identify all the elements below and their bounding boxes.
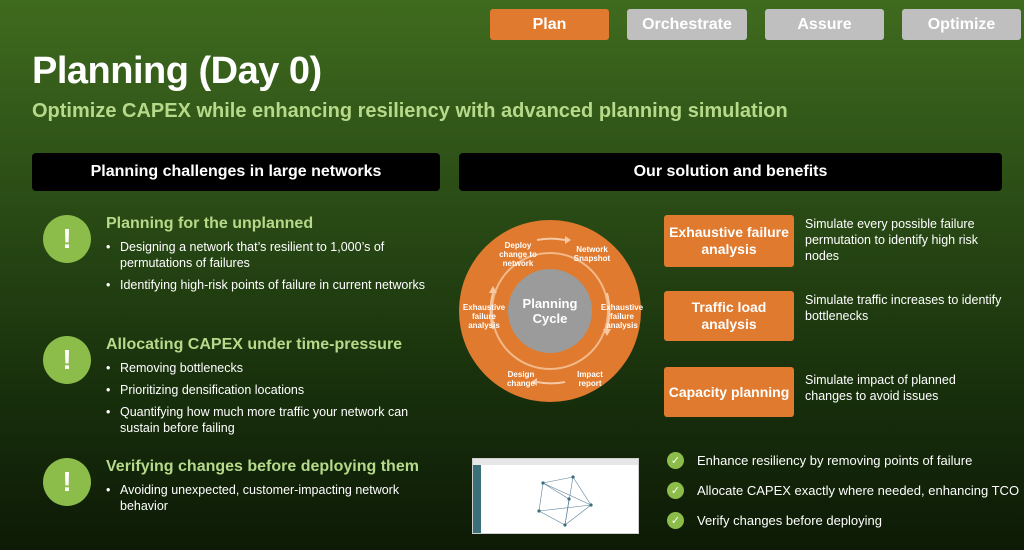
bullet: Prioritizing densification locations — [106, 382, 436, 398]
bullet: Removing bottlenecks — [106, 360, 436, 376]
tab-assure[interactable]: Assure — [765, 9, 884, 40]
challenge-title: Allocating CAPEX under time-pressure — [106, 336, 403, 353]
benefit-check-item: ✓ Enhance resiliency by removing points … — [667, 451, 972, 469]
challenge-title: Planning for the unplanned — [106, 215, 314, 232]
check-text: Allocate CAPEX exactly where needed, enh… — [697, 482, 1020, 498]
benefit-exhaustive-failure-analysis: Exhaustive failure analysis — [664, 215, 794, 267]
benefit-check-item: ✓ Verify changes before deploying — [667, 511, 882, 529]
benefit-traffic-load-analysis: Traffic load analysis — [664, 291, 794, 341]
cycle-step-failure-analysis-right: Exhaustive failure analysis — [600, 303, 644, 330]
page-subtitle: Optimize CAPEX while enhancing resilienc… — [32, 100, 788, 122]
page-title: Planning (Day 0) — [32, 50, 322, 92]
checkmark-icon: ✓ — [667, 481, 684, 499]
cycle-step-snapshot: Network Snapshot — [573, 245, 611, 263]
benefit-check-item: ✓ Allocate CAPEX exactly where needed, e… — [667, 481, 1019, 499]
check-text: Enhance resiliency by removing points of… — [697, 452, 973, 468]
planning-cycle-diagram: Deploy change to network Network Snapsho… — [457, 218, 643, 404]
tab-plan[interactable]: Plan — [490, 9, 609, 40]
checkmark-icon: ✓ — [667, 451, 684, 469]
benefit-description: Simulate every possible failure permutat… — [805, 217, 979, 263]
bullet: Quantifying how much more traffic your n… — [106, 404, 436, 436]
benefit-description: Simulate impact of planned changes to av… — [805, 373, 956, 403]
cycle-center-label: Planning Cycle — [508, 269, 592, 353]
benefit-capacity-planning: Capacity planning — [664, 367, 794, 417]
thumbnail-sidebar — [473, 465, 481, 533]
cycle-step-design-change: Design change — [506, 370, 535, 388]
bullet: Identifying high-risk points of failure … — [106, 277, 436, 293]
exclamation-icon: ! — [43, 336, 91, 384]
benefit-description: Simulate traffic increases to identify b… — [805, 293, 1002, 323]
challenge-bullets: Designing a network that’s resilient to … — [106, 239, 436, 299]
checkmark-icon: ✓ — [667, 511, 684, 529]
tab-optimize[interactable]: Optimize — [902, 9, 1021, 40]
challenge-bullets: Avoiding unexpected, customer-impacting … — [106, 482, 436, 520]
bullet: Avoiding unexpected, customer-impacting … — [106, 482, 436, 514]
top-nav: Plan Orchestrate Assure Optimize — [490, 9, 1021, 40]
solution-header: Our solution and benefits — [459, 153, 1002, 191]
check-text: Verify changes before deploying — [697, 512, 883, 528]
exclamation-icon: ! — [43, 458, 91, 506]
cycle-step-deploy: Deploy change to network — [499, 241, 537, 268]
challenge-bullets: Removing bottlenecks Prioritizing densif… — [106, 360, 436, 442]
challenge-title: Verifying changes before deploying them — [106, 458, 419, 475]
cycle-step-failure-analysis-left: Exhaustive failure analysis — [462, 303, 506, 330]
tab-orchestrate[interactable]: Orchestrate — [627, 9, 747, 40]
thumbnail-toolbar — [473, 459, 638, 465]
topology-graph — [537, 475, 593, 527]
exclamation-icon: ! — [43, 215, 91, 263]
cycle-step-impact-report: Impact report — [577, 370, 603, 388]
challenges-header: Planning challenges in large networks — [32, 153, 440, 191]
network-topology-thumbnail — [472, 458, 639, 534]
bullet: Designing a network that’s resilient to … — [106, 239, 436, 271]
